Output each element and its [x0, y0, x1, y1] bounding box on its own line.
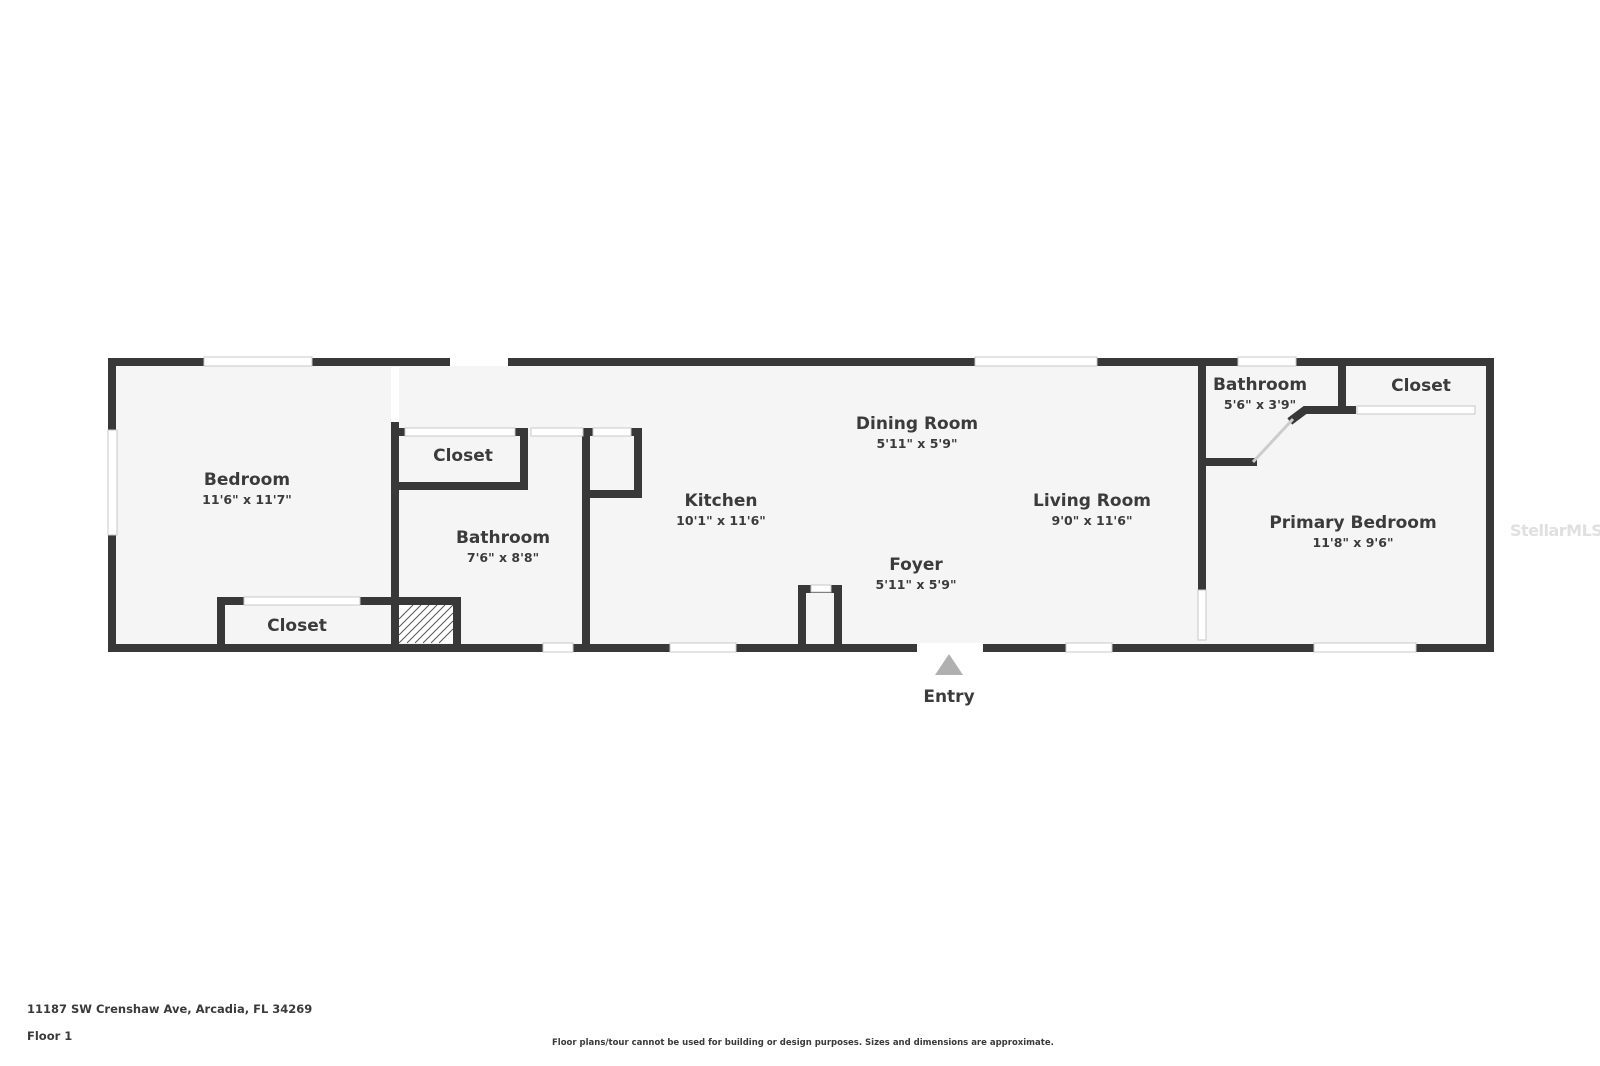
room-label-living-room: Living Room 9'0" x 11'6"	[1033, 491, 1151, 528]
diagonal-door	[1251, 417, 1295, 464]
room-dimensions: 11'6" x 11'7"	[202, 492, 292, 507]
room-dimensions: 9'0" x 11'6"	[1051, 513, 1133, 528]
room-dimensions: 5'6" x 3'9"	[1223, 397, 1297, 412]
room-dimensions: 5'11" x 5'9"	[875, 577, 957, 592]
room-dimensions: 5'11" x 5'9"	[876, 436, 958, 451]
room-label-bathroom-1: Bathroom 7'6" x 8'8"	[456, 528, 550, 565]
room-label-bathroom-2: Bathroom 5'6" x 3'9"	[1213, 375, 1307, 412]
room-name: Living Room	[1033, 491, 1151, 511]
room-name: Bathroom	[455, 528, 551, 548]
room-name: Primary Bedroom	[1269, 513, 1437, 533]
disclaimer: Floor plans/tour cannot be used for buil…	[552, 1038, 1054, 1048]
room-label-closet-bedroom: Closet	[267, 616, 327, 636]
room-name: Closet	[1391, 376, 1451, 396]
room-name: Closet	[267, 616, 327, 636]
floor-label: Floor 1	[27, 1029, 73, 1043]
room-label-primary-bedroom: Primary Bedroom 11'8" x 9'6"	[1269, 513, 1436, 550]
room-name: Foyer	[889, 555, 943, 575]
room-name: Kitchen	[684, 491, 758, 511]
address: 11187 SW Crenshaw Ave, Arcadia, FL 34269	[27, 1002, 313, 1016]
room-label-foyer: Foyer 5'11" x 5'9"	[876, 555, 957, 592]
room-label-dining-room: Dining Room 5'11" x 5'9"	[856, 414, 978, 451]
room-name: Bedroom	[203, 470, 291, 490]
room-dimensions: 11'8" x 9'6"	[1312, 535, 1394, 550]
room-dimensions: 10'1" x 11'6"	[676, 513, 766, 528]
room-label-bedroom: Bedroom 11'6" x 11'7"	[202, 470, 292, 507]
windows	[107, 356, 1476, 653]
room-label-closet-bathroom: Closet	[433, 446, 493, 466]
watermark: StellarMLS	[1510, 521, 1600, 540]
room-name: Closet	[433, 446, 493, 466]
room-dimensions: 7'6" x 8'8"	[466, 550, 540, 565]
room-name: Dining Room	[855, 414, 979, 434]
entry-arrow-icon	[935, 654, 963, 675]
room-name: Bathroom	[1212, 375, 1308, 395]
entry-label: Entry	[923, 687, 975, 707]
hatched-shaft	[398, 604, 454, 644]
room-label-kitchen: Kitchen 10'1" x 11'6"	[676, 491, 766, 528]
room-label-closet-primary: Closet	[1391, 376, 1451, 396]
